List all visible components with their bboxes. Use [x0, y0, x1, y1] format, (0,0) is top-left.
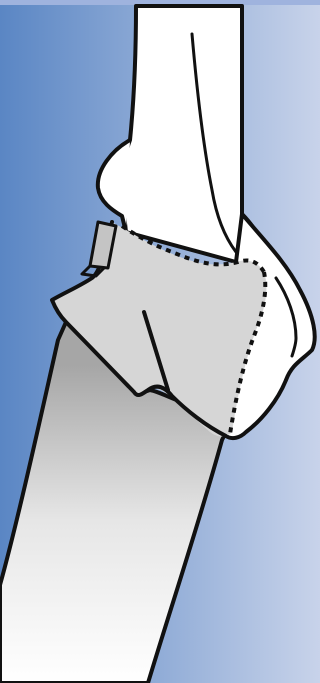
elbow-diagram — [0, 0, 320, 683]
elbow-diagram-svg — [0, 0, 320, 683]
